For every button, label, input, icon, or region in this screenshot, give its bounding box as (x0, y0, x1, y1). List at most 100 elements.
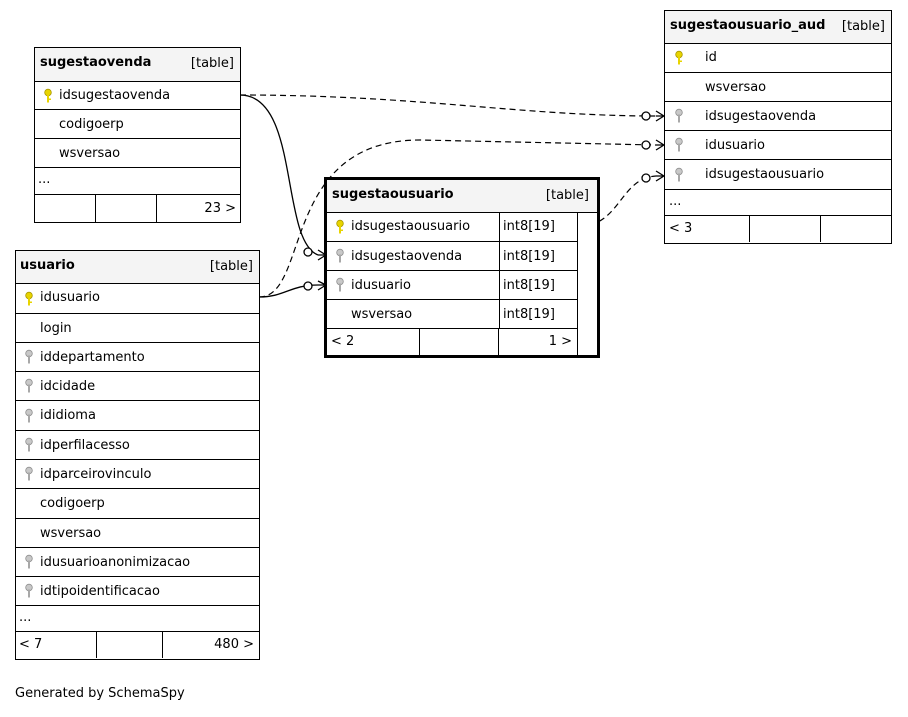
column-name: idtipoidentificacao (40, 584, 160, 599)
column-row[interactable]: idtipoidentificacao (16, 577, 259, 606)
link-usuario-aud (258, 139, 657, 298)
column-row[interactable]: ididioma (16, 401, 259, 431)
column-row[interactable]: idusuario (665, 131, 891, 160)
table-name: sugestaousuario (332, 187, 454, 202)
column-name: wsversao (351, 307, 413, 322)
table-name: sugestaousuario_aud (670, 18, 826, 33)
more-columns-row: ... (35, 168, 240, 195)
table-type: [table] (841, 19, 885, 34)
column-name: idsugestaousuario (705, 167, 825, 182)
children-count: 480 > (214, 637, 254, 652)
column-name: wsversao (40, 526, 102, 541)
footer-cell-parents[interactable] (35, 195, 96, 222)
column-type: int8[19] (499, 213, 555, 241)
more-columns-row: ... (16, 606, 259, 632)
crowfoot-sugestaousuario-idusuario (303, 280, 327, 291)
crowfoot-aud-idusuario (641, 139, 665, 151)
foreign-key-icon (25, 583, 33, 599)
column-row[interactable]: idcidade (16, 372, 259, 401)
column-row[interactable]: idsugestaousuario int8[19] (327, 213, 578, 242)
column-name: iddepartamento (40, 350, 145, 365)
table-usuario[interactable]: usuario [table] idusuario login iddepart… (15, 250, 260, 660)
table-sugestaovenda[interactable]: sugestaovenda [table] idsugestaovenda co… (34, 47, 241, 223)
foreign-key-icon (25, 378, 33, 394)
footer-cell-parents[interactable]: < 3 (665, 216, 750, 242)
foreign-key-icon (675, 167, 683, 182)
table-sugestaousuario[interactable]: sugestaousuario [table] idsugestaousuari… (324, 177, 600, 358)
table-type: [table] (190, 56, 234, 71)
column-name: codigoerp (59, 117, 124, 132)
column-row[interactable]: idsugestaousuario (665, 160, 891, 190)
column-name: idsugestaovenda (351, 249, 463, 264)
column-type: int8[19] (499, 242, 555, 270)
foreign-key-icon (25, 349, 33, 365)
table-footer: < 3 (665, 216, 891, 242)
column-row[interactable]: idusuario int8[19] (327, 271, 578, 300)
parents-count: < 3 (669, 221, 693, 236)
column-row[interactable]: wsversao (665, 73, 891, 102)
column-name: codigoerp (40, 496, 105, 511)
foreign-key-icon (25, 554, 33, 570)
footer-cell-parents[interactable]: < 7 (16, 632, 97, 658)
column-row[interactable]: idsugestaovenda int8[19] (327, 242, 578, 271)
footer-cell-children[interactable] (821, 216, 891, 242)
table-header: sugestaovenda [table] (35, 48, 240, 82)
primary-key-icon (25, 291, 33, 306)
column-row[interactable]: idusuario (16, 284, 259, 314)
foreign-key-icon (25, 437, 33, 453)
table-header: sugestaousuario_aud [table] (665, 11, 891, 44)
table-type: [table] (209, 259, 253, 274)
crowfoot-aud-idsugestaousuario (641, 170, 665, 183)
generated-by-credit: Generated by SchemaSpy (15, 686, 185, 701)
column-name: id (705, 50, 717, 65)
column-row[interactable]: login (16, 314, 259, 343)
column-type: int8[19] (499, 300, 555, 328)
table-footer: < 2 1 > (327, 329, 578, 355)
table-footer: < 7 480 > (16, 632, 259, 658)
table-header: usuario [table] (16, 251, 259, 284)
column-name: idcidade (40, 379, 96, 394)
footer-cell-children[interactable]: 23 > (157, 195, 240, 222)
footer-cell-children[interactable]: 480 > (163, 632, 259, 658)
table-type: [table] (545, 188, 589, 203)
column-row[interactable]: id (665, 44, 891, 73)
column-row[interactable]: idsugestaovenda (665, 102, 891, 131)
foreign-key-icon (675, 137, 683, 153)
column-name: wsversao (705, 80, 767, 95)
column-row[interactable]: iddepartamento (16, 343, 259, 372)
column-row[interactable]: wsversao int8[19] (327, 300, 578, 329)
column-name: idusuario (705, 138, 765, 153)
column-name: idparceirovinculo (40, 467, 152, 482)
column-row[interactable]: codigoerp (35, 110, 240, 139)
footer-cell-middle (750, 216, 821, 242)
column-row[interactable]: idparceirovinculo (16, 460, 259, 489)
column-row[interactable]: idusuarioanonimizacao (16, 548, 259, 577)
more-indicator: ... (38, 172, 51, 187)
column-row[interactable]: idperfilacesso (16, 431, 259, 460)
footer-cell-parents[interactable]: < 2 (327, 329, 420, 355)
column-row[interactable]: codigoerp (16, 489, 259, 519)
parents-count: < 2 (331, 334, 355, 349)
table-footer: 23 > (35, 195, 240, 222)
footer-cell-children[interactable]: 1 > (499, 329, 577, 355)
footer-cell-middle (420, 329, 499, 355)
primary-key-icon (675, 50, 683, 66)
table-sugestaousuario-aud[interactable]: sugestaousuario_aud [table] id wsversao … (664, 10, 892, 244)
link-sugestaovenda-sugestaousuario (239, 94, 319, 256)
more-indicator: ... (669, 194, 682, 209)
column-name: login (40, 321, 72, 336)
column-row[interactable]: wsversao (16, 519, 259, 548)
column-name: idusuario (351, 278, 411, 293)
table-name: usuario (20, 258, 75, 273)
children-count: 23 > (204, 201, 236, 216)
foreign-key-icon (336, 277, 344, 293)
footer-cell-middle (96, 195, 157, 222)
foreign-key-icon (25, 466, 33, 482)
foreign-key-icon (336, 248, 344, 264)
foreign-key-icon (675, 108, 683, 124)
column-row[interactable]: wsversao (35, 139, 240, 168)
column-row[interactable]: idsugestaovenda (35, 82, 240, 110)
column-name: idusuario (40, 290, 100, 305)
link-sugestaovenda-aud (239, 94, 657, 117)
